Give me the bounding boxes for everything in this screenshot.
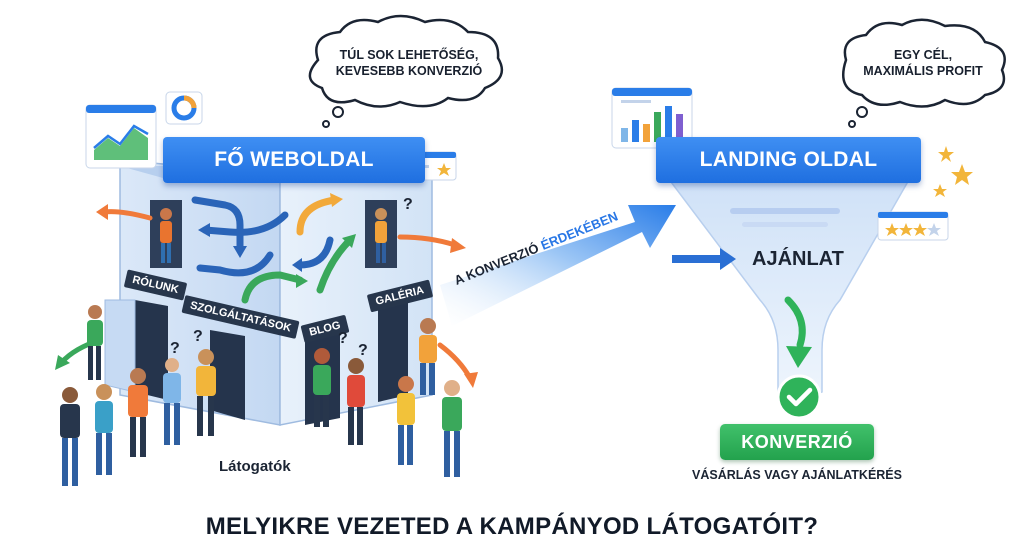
confusing-paths	[191, 196, 354, 304]
visitors-label: Látogatók	[219, 458, 291, 475]
question-mark: ?	[338, 330, 348, 347]
main-thought-line-1: Túl sok lehetőség,	[339, 48, 479, 62]
conversion-badge: Konverzió	[720, 424, 874, 460]
landing-title: Landing oldal	[656, 137, 921, 183]
sparkle-stars-icon	[933, 146, 973, 197]
conversion-subtitle: Vásárlás vagy ajánlatkérés	[692, 468, 902, 482]
main-site-title: Fő weboldal	[163, 137, 425, 183]
question-mark: ?	[193, 328, 203, 345]
question-mark: ?	[358, 342, 368, 359]
pie-chart-icon	[165, 91, 203, 125]
landing-thought-text: Egy cél, maximális profit	[838, 47, 1008, 79]
landing-thought-line-2: maximális profit	[863, 64, 983, 78]
check-icon	[776, 374, 822, 420]
landing-thought-line-1: Egy cél,	[893, 48, 953, 62]
main-thought-text: Túl sok lehetőség, kevesebb konverzió	[309, 47, 509, 79]
visitors-crowd	[60, 305, 462, 486]
landing-funnel	[666, 177, 912, 398]
offer-arrow	[672, 248, 736, 270]
bottom-question: Melyikre vezeted a kampányod látogatóit?	[205, 513, 819, 540]
question-mark: ?	[403, 196, 413, 213]
conversion-arrow	[440, 205, 676, 326]
bar-chart-icon	[611, 87, 693, 149]
main-thought-line-2: kevesebb konverzió	[335, 64, 483, 78]
thought-cloud-main	[308, 14, 504, 128]
analytics-chart-icon	[85, 104, 157, 169]
thought-cloud-landing	[842, 18, 1006, 128]
offer-label: Ajánlat	[752, 248, 844, 270]
arrowheads	[198, 193, 356, 288]
question-mark: ?	[170, 340, 180, 357]
rating-card-icon	[877, 211, 949, 241]
